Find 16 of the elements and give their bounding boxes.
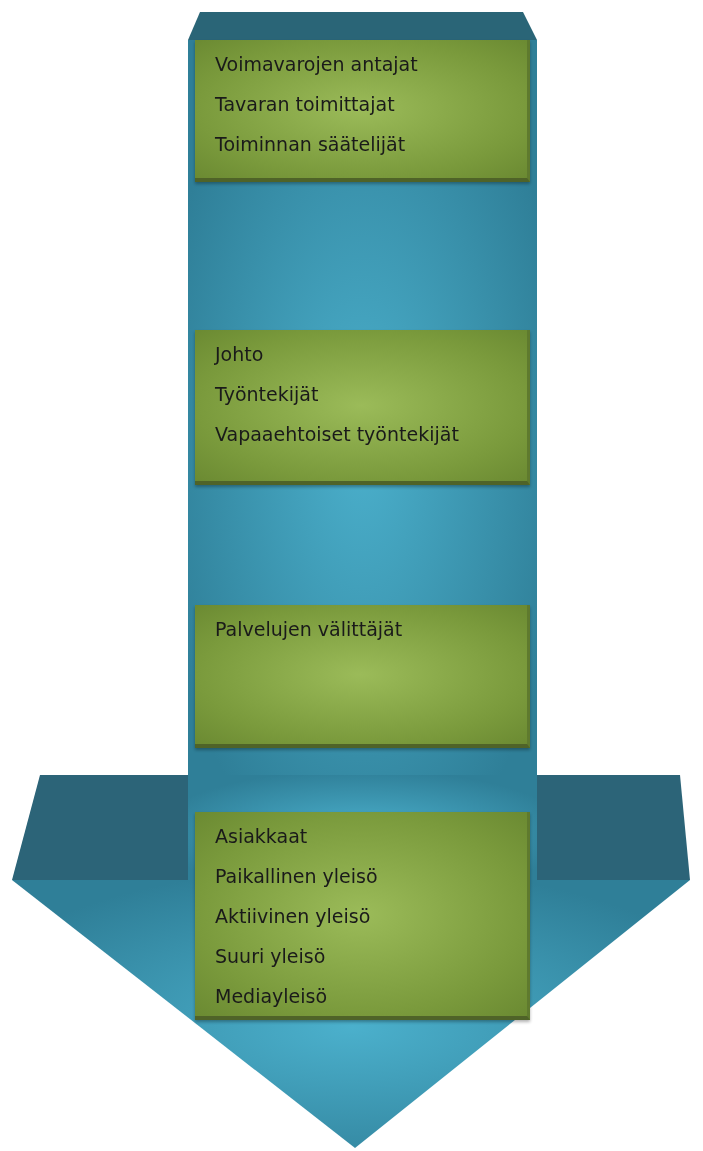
stakeholder-label: Voimavarojen antajat <box>215 52 419 77</box>
stakeholder-label: Työntekijät <box>215 382 320 407</box>
stakeholder-label: Aktiivinen yleisö <box>215 904 372 929</box>
stakeholder-label: Asiakkaat <box>215 824 309 849</box>
stakeholder-label: Johto <box>215 342 265 367</box>
stakeholder-label: Paikallinen yleisö <box>215 864 379 889</box>
stakeholder-box <box>195 330 530 485</box>
stakeholder-label: Tavaran toimittajat <box>215 92 396 117</box>
stakeholder-label: Vapaaehtoiset työntekijät <box>215 422 460 447</box>
stakeholder-box <box>195 40 530 182</box>
stakeholder-label: Toiminnan säätelijät <box>215 132 407 157</box>
stakeholder-box <box>195 812 530 1020</box>
stakeholder-box <box>195 605 530 748</box>
stakeholder-label: Palvelujen välittäjät <box>215 617 404 642</box>
stakeholder-label: Suuri yleisö <box>215 944 327 969</box>
stakeholder-label: Mediayleisö <box>215 984 329 1009</box>
